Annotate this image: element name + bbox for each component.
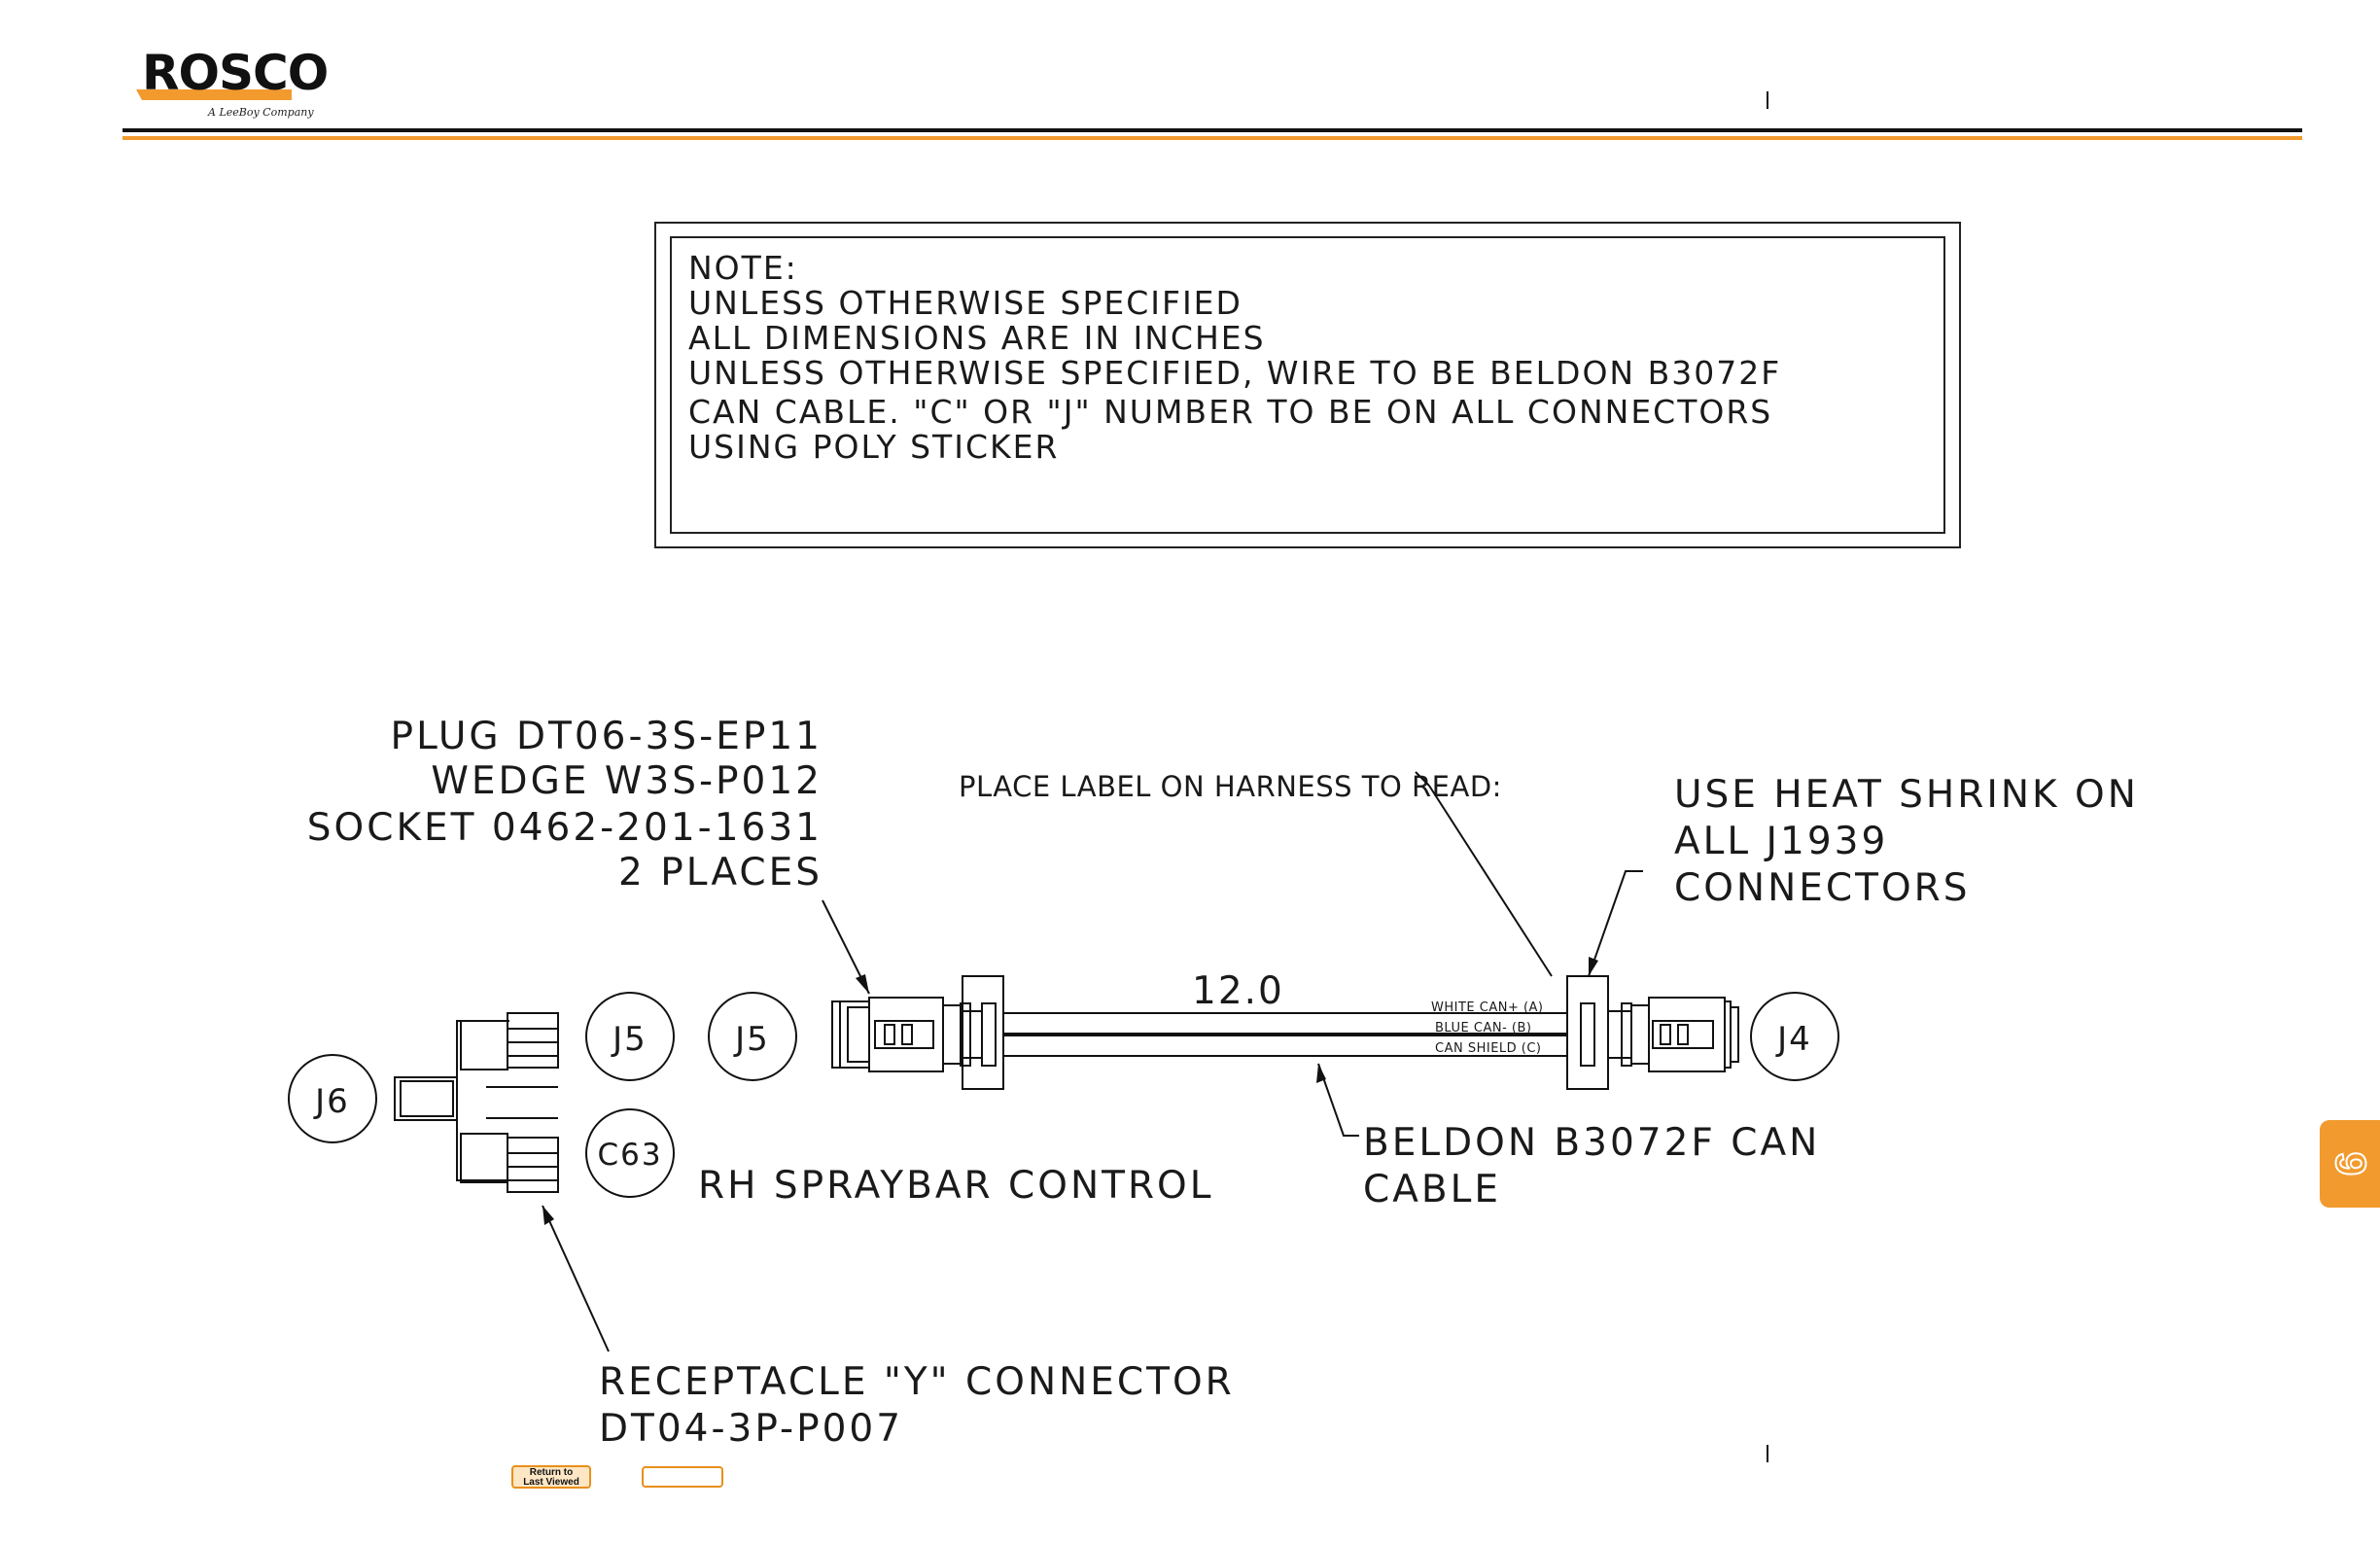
connector-j6: J6 [288, 1054, 377, 1143]
section-tab-9[interactable]: 9 [2320, 1120, 2380, 1208]
connector-j4: J4 [1750, 992, 1839, 1081]
plug-left-endcap [831, 1000, 841, 1069]
wire-label-blue: BLUE CAN- (B) [1435, 1021, 1531, 1035]
note-line-5: CAN CABLE. "C" OR "J" NUMBER TO BE ON AL… [688, 393, 1772, 431]
y-connector [394, 1012, 559, 1193]
connector-j5-y: J5 [585, 992, 675, 1081]
heat-shrink-line-1: USE HEAT SHRINK ON [1674, 773, 2139, 817]
plug-leader-arrow [856, 974, 869, 994]
return-to-last-viewed-button[interactable]: Return to Last Viewed [511, 1465, 591, 1489]
note-box-outer [654, 222, 1961, 548]
wire-label-white: WHITE CAN+ (A) [1431, 1000, 1544, 1015]
logo-text: ROSCO [142, 45, 328, 101]
heat-shrink-leader-arrow [1589, 957, 1598, 976]
can-cable [1003, 1012, 1567, 1057]
note-line-2: UNLESS OTHERWISE SPECIFIED [688, 284, 1242, 322]
connector-c63: C63 [585, 1108, 675, 1198]
heat-shrink-leader [1588, 870, 1643, 977]
svg-text:J5: J5 [733, 1020, 770, 1059]
plug-label-line-2: WEDGE W3S-P012 [431, 759, 822, 803]
receptacle-leader [542, 1205, 610, 1352]
note-line-3: ALL DIMENSIONS ARE IN INCHES [688, 319, 1266, 357]
cable-label-line-2: CABLE [1363, 1168, 1501, 1211]
logo-swoosh [136, 89, 292, 100]
svg-text:C63: C63 [597, 1138, 662, 1173]
note-line-1: NOTE: [688, 249, 798, 287]
plug-label-line-1: PLUG DT06-3S-EP11 [391, 715, 822, 758]
plug-connector-right [1566, 975, 1739, 1090]
return-label-line-1: Return to [529, 1467, 574, 1478]
place-label-leader-1 [1415, 771, 1430, 787]
receptacle-leader-arrow [542, 1206, 554, 1225]
place-label-text: PLACE LABEL ON HARNESS TO READ: [959, 770, 1502, 803]
plug-label-line-3: SOCKET 0462-201-1631 [307, 806, 822, 850]
cable-leader [1317, 1063, 1359, 1137]
spraybar-label: RH SPRAYBAR CONTROL [698, 1164, 1213, 1208]
place-label-leader-2 [1428, 785, 1553, 977]
heat-shrink-right [1566, 975, 1609, 1090]
connector-j5-plug: J5 [708, 992, 797, 1081]
rosco-logo: ROSCO A LeeBoy Company [136, 45, 329, 119]
note-line-6: USING POLY STICKER [688, 428, 1059, 466]
plug-label-line-4: 2 PLACES [618, 851, 822, 895]
heat-shrink-line-2: ALL J1939 [1674, 820, 1888, 863]
cable-leader-arrow [1316, 1064, 1326, 1083]
svg-text:J5: J5 [611, 1020, 648, 1059]
plug-label: PLUG DT06-3S-EP11 WEDGE W3S-P012 SOCKET … [307, 715, 822, 895]
note-box-inner [670, 236, 1945, 534]
heat-shrink-line-3: CONNECTORS [1674, 866, 1971, 910]
receptacle-label-line-1: RECEPTACLE "Y" CONNECTOR [599, 1360, 1235, 1404]
plug-connector-left [831, 975, 1004, 1090]
return-label-line-2: Last Viewed [523, 1477, 579, 1488]
logo-subtext: A LeeBoy Company [207, 106, 314, 119]
svg-text:J4: J4 [1775, 1020, 1812, 1059]
dimension-text: 12.0 [1192, 969, 1284, 1013]
cable-label-line-1: BELDON B3072F CAN [1363, 1121, 1820, 1165]
receptacle-label-line-2: DT04-3P-P007 [599, 1407, 903, 1451]
note-box: NOTE: UNLESS OTHERWISE SPECIFIED ALL DIM… [654, 222, 1961, 548]
svg-text:J6: J6 [313, 1082, 350, 1121]
heat-shrink-label: USE HEAT SHRINK ON ALL J1939 CONNECTORS [1674, 773, 2139, 910]
blank-nav-button[interactable] [642, 1466, 723, 1488]
note-line-4: UNLESS OTHERWISE SPECIFIED, WIRE TO BE B… [688, 354, 1781, 392]
section-tab-label: 9 [2326, 1151, 2375, 1176]
wire-label-shield: CAN SHIELD (C) [1435, 1041, 1542, 1056]
